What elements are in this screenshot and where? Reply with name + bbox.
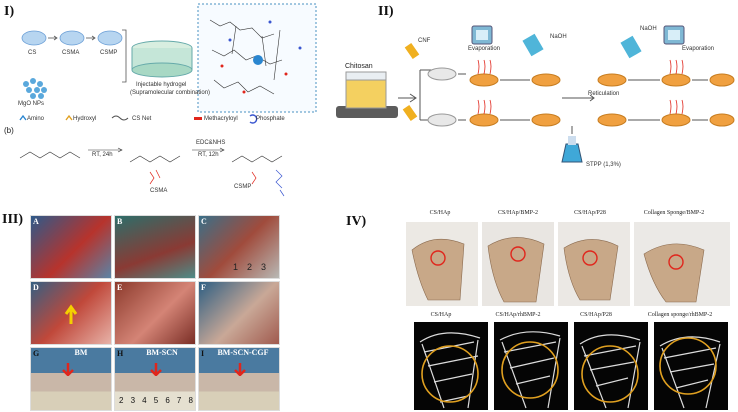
tile-label-b: B xyxy=(117,217,123,226)
tile-label-c: C xyxy=(201,217,207,226)
cond-rt-24h: RT, 24h xyxy=(92,152,113,158)
cond-rt-12h: RT, 12h xyxy=(198,152,219,158)
label-stpp: STPP (1,3%) xyxy=(586,162,621,168)
bottom-caption-2: CS/HAp/rhBMP-2 xyxy=(495,312,541,318)
photo-a: A xyxy=(30,215,112,279)
label-csmp: CSMP xyxy=(100,50,118,56)
legend-cs-net: CS Net xyxy=(132,116,152,122)
arrow-red-i xyxy=(234,363,246,376)
caption-bm: BM xyxy=(74,348,88,357)
bottom-caption-3: CS/HAp/P28 xyxy=(580,312,612,318)
label-evaporation-2: Evaporation xyxy=(682,46,715,52)
arrow-yellow xyxy=(64,304,78,324)
tile-label-e: E xyxy=(117,283,123,292)
panel-ii-label: II) xyxy=(378,4,394,19)
label-cnf: CNF xyxy=(418,38,431,44)
scheme-b-label: (b) xyxy=(4,126,14,135)
label-cs: CS xyxy=(28,50,37,56)
bone-photos xyxy=(406,222,730,306)
scheme-csmp: CSMP xyxy=(234,184,252,190)
panel-iv-label: IV) xyxy=(346,214,367,229)
panel-iii-label: III) xyxy=(2,212,24,227)
microct-images xyxy=(414,322,728,410)
label-hydrogel: Injectable hydrogel xyxy=(136,82,187,88)
ruler-2: 2 xyxy=(247,262,253,272)
legend-hydroxyl: Hydroxyl xyxy=(73,116,97,122)
caption-bm-scn-cgf: BM-SCN-CGF xyxy=(217,348,269,357)
photo-b: B xyxy=(114,215,196,279)
photo-i: I BM-SCN-CGF xyxy=(198,347,280,411)
cond-edc-nhs: EDC&NHS xyxy=(196,140,226,146)
top-captions: CS/HAp CS/HAp/BMP-2 CS/HAp/P28 Collagen … xyxy=(404,210,734,220)
legend-amino: Amino xyxy=(27,116,45,122)
top-caption-1: CS/HAp xyxy=(429,210,451,216)
csmp-molecule xyxy=(97,30,123,46)
photo-h: H BM-SCN 2 3 4 5 6 7 8 xyxy=(114,347,196,411)
caption-bm-scn: BM-SCN xyxy=(146,348,178,357)
ruler-h: 2 3 4 5 6 7 8 xyxy=(119,396,193,405)
label-evaporation-1: Evaporation xyxy=(468,46,501,52)
bottom-captions: CS/HAp CS/HAp/rhBMP-2 CS/HAp/P28 Collage… xyxy=(404,312,734,322)
ruler-3: 3 xyxy=(261,262,267,272)
panel-i-label: I) xyxy=(4,4,15,19)
tile-label-d: D xyxy=(33,283,39,292)
photo-c: C 1 2 3 xyxy=(198,215,280,279)
photo-d: D xyxy=(30,281,112,345)
legend-phosphate: Phosphate xyxy=(256,116,285,122)
label-mgo: MgO NPs xyxy=(18,101,45,107)
bottom-caption-1: CS/HAp xyxy=(430,312,452,318)
top-caption-4: Collagen Sponge/BMP-2 xyxy=(643,210,705,216)
top-caption-2: CS/HAp/BMP-2 xyxy=(497,210,538,216)
ruler-1: 1 xyxy=(233,262,239,272)
tile-label-f: F xyxy=(201,283,206,292)
label-csma: CSMA xyxy=(62,50,80,56)
label-hydrogel-sub: (Supramolecular combination) xyxy=(130,90,211,96)
tile-label-h: H xyxy=(117,349,124,358)
tile-label-i: I xyxy=(201,349,205,358)
label-chitosan: Chitosan xyxy=(345,63,373,70)
top-caption-3: CS/HAp/P28 xyxy=(574,210,606,216)
photo-g: G BM xyxy=(30,347,112,411)
label-naoh-1: NaOH xyxy=(550,34,567,40)
label-naoh-2: NaOH xyxy=(640,26,657,32)
photo-f: F xyxy=(198,281,280,345)
label-reticulation: Reticulation xyxy=(588,91,620,97)
photo-e: E xyxy=(114,281,196,345)
cs-molecule xyxy=(21,30,47,46)
tile-label-a: A xyxy=(33,217,39,226)
arrow-red-h xyxy=(150,363,162,376)
panel-i-figure xyxy=(19,3,317,197)
legend-methacryloyl: Methacryloyl xyxy=(204,116,238,122)
panel-ii-figure xyxy=(336,25,735,163)
arrow-red-g xyxy=(62,363,74,376)
bottom-caption-4: Collagen sponge/rhBMP-2 xyxy=(647,312,713,318)
tile-label-g: G xyxy=(33,349,40,358)
scheme-csma: CSMA xyxy=(150,188,168,194)
csma-molecule xyxy=(59,30,85,46)
